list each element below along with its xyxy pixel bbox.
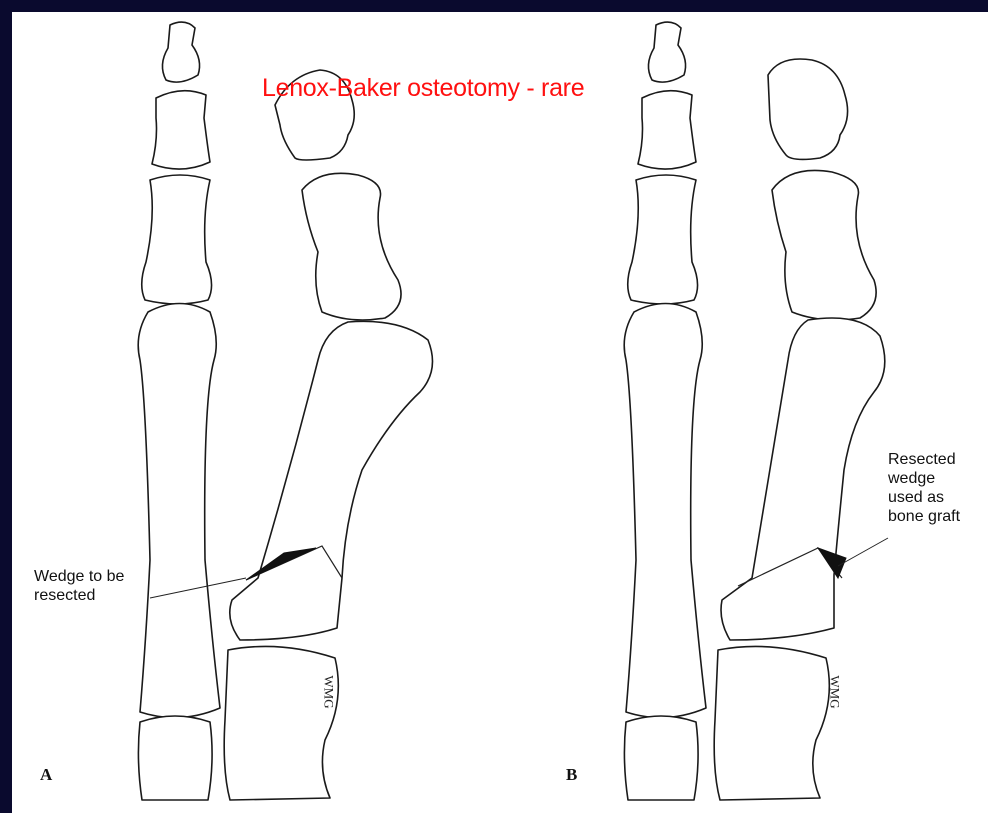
metatarsal-2	[138, 304, 220, 718]
medial-cuneiform-b	[714, 646, 829, 800]
toe2-middle-phalanx	[152, 91, 210, 169]
hallux-proximal-phalanx	[302, 173, 401, 320]
cuneiform-b	[624, 716, 698, 800]
panel-a-drawing	[138, 22, 432, 800]
cuneiform-a	[138, 716, 212, 800]
artist-signature-a: WMG	[321, 675, 337, 708]
toe2-distal-phalanx	[162, 22, 199, 82]
panel-letter-a: A	[40, 765, 52, 785]
metatarsal-1-b	[721, 318, 885, 640]
slide-canvas: Lenox-Baker osteotomy - rare Wedge to be…	[12, 12, 988, 813]
slide-title: Lenox-Baker osteotomy - rare	[262, 74, 722, 103]
leader-line-b	[838, 538, 888, 566]
metatarsal-2-b	[624, 304, 706, 718]
panel-b-drawing	[624, 22, 888, 800]
medial-cuneiform-a	[224, 646, 338, 800]
toe2-proximal-phalanx	[142, 175, 212, 304]
toe2-proximal-phalanx-b	[628, 175, 698, 304]
hallux-proximal-phalanx-b	[772, 170, 876, 320]
hallux-distal-phalanx-b	[768, 59, 848, 159]
metatarsal-1	[230, 321, 433, 640]
resected-wedge-label: Resected wedge used as bone graft	[888, 450, 988, 526]
panel-letter-b: B	[566, 765, 577, 785]
artist-signature-b: WMG	[827, 675, 843, 708]
wedge-to-be-resected-label: Wedge to be resected	[34, 567, 204, 605]
